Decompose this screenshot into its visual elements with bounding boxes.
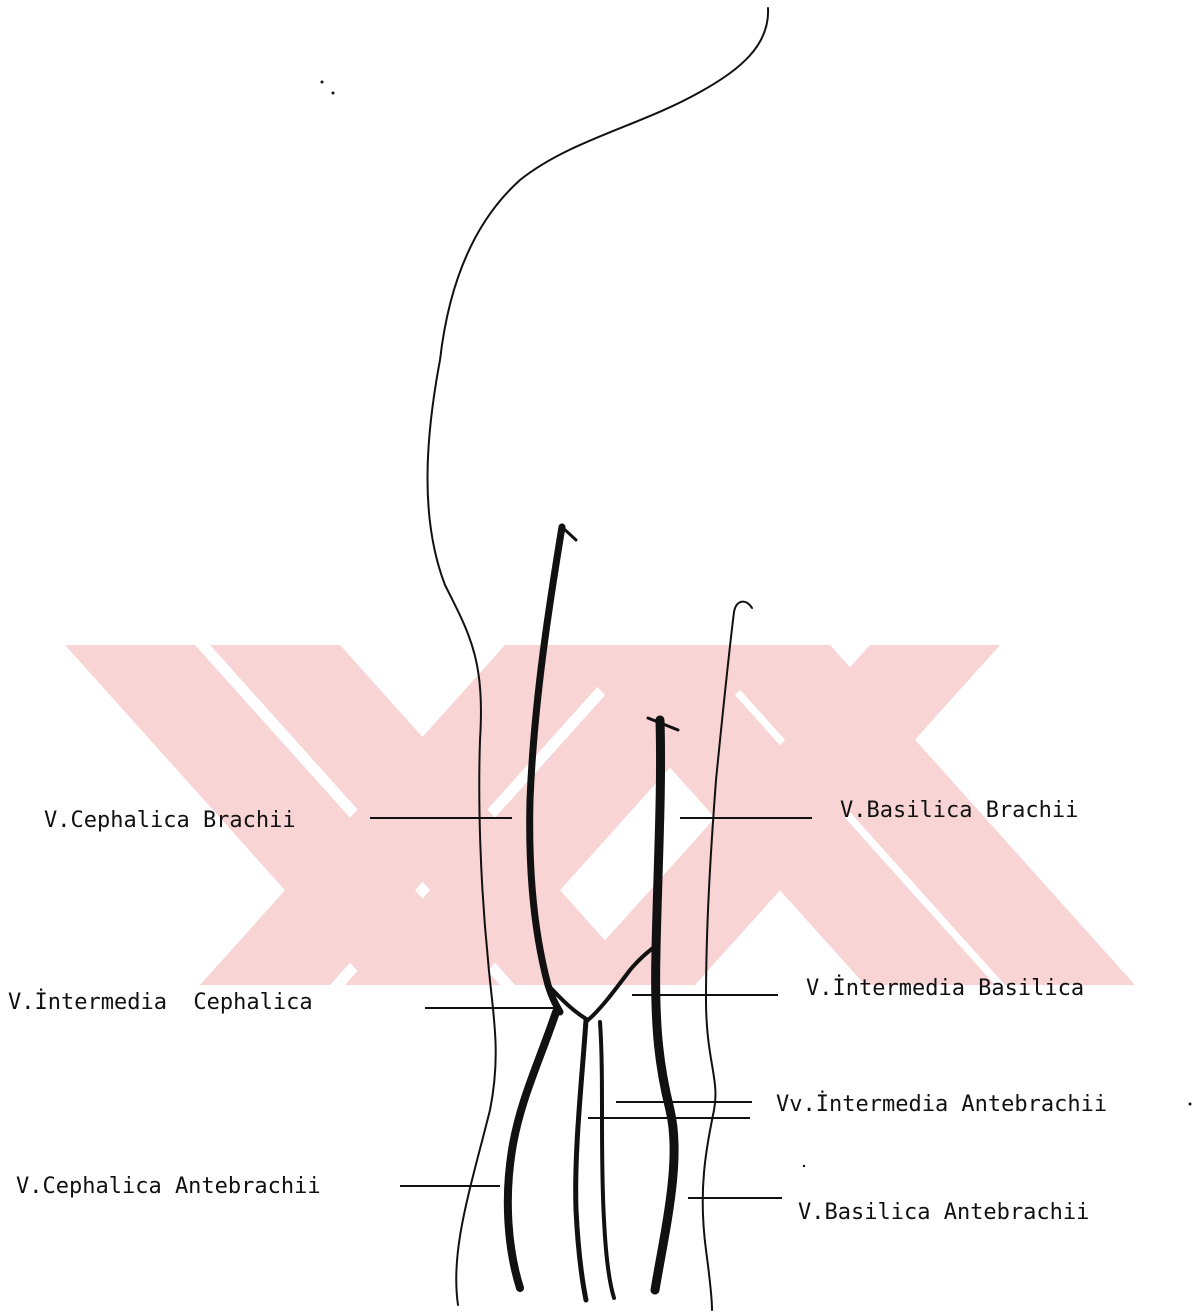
label-cephalica-antebrachii: V.Cephalica Antebrachii	[16, 1176, 321, 1198]
vein-basilica-brachii	[655, 720, 674, 1290]
vein-intermedia-antebrachii-2	[600, 1022, 614, 1298]
label-intermedia-cephalica: V.İntermedia Cephalica	[8, 992, 313, 1014]
label-intermedia-basilica: V.İntermedia Basilica	[806, 978, 1084, 1000]
speck-marks	[321, 81, 1192, 1168]
label-cephalica-brachii: V.Cephalica Brachii	[44, 810, 296, 832]
label-basilica-brachii: V.Basilica Brachii	[840, 800, 1078, 822]
label-intermedia-antebrachii: Vv.İntermedia Antebrachii	[776, 1094, 1107, 1116]
vein-intermedia-antebrachii-1	[576, 1020, 586, 1300]
label-basilica-antebrachii: V.Basilica Antebrachii	[798, 1202, 1089, 1224]
vein-cephalica-antebrachii	[508, 1012, 556, 1288]
